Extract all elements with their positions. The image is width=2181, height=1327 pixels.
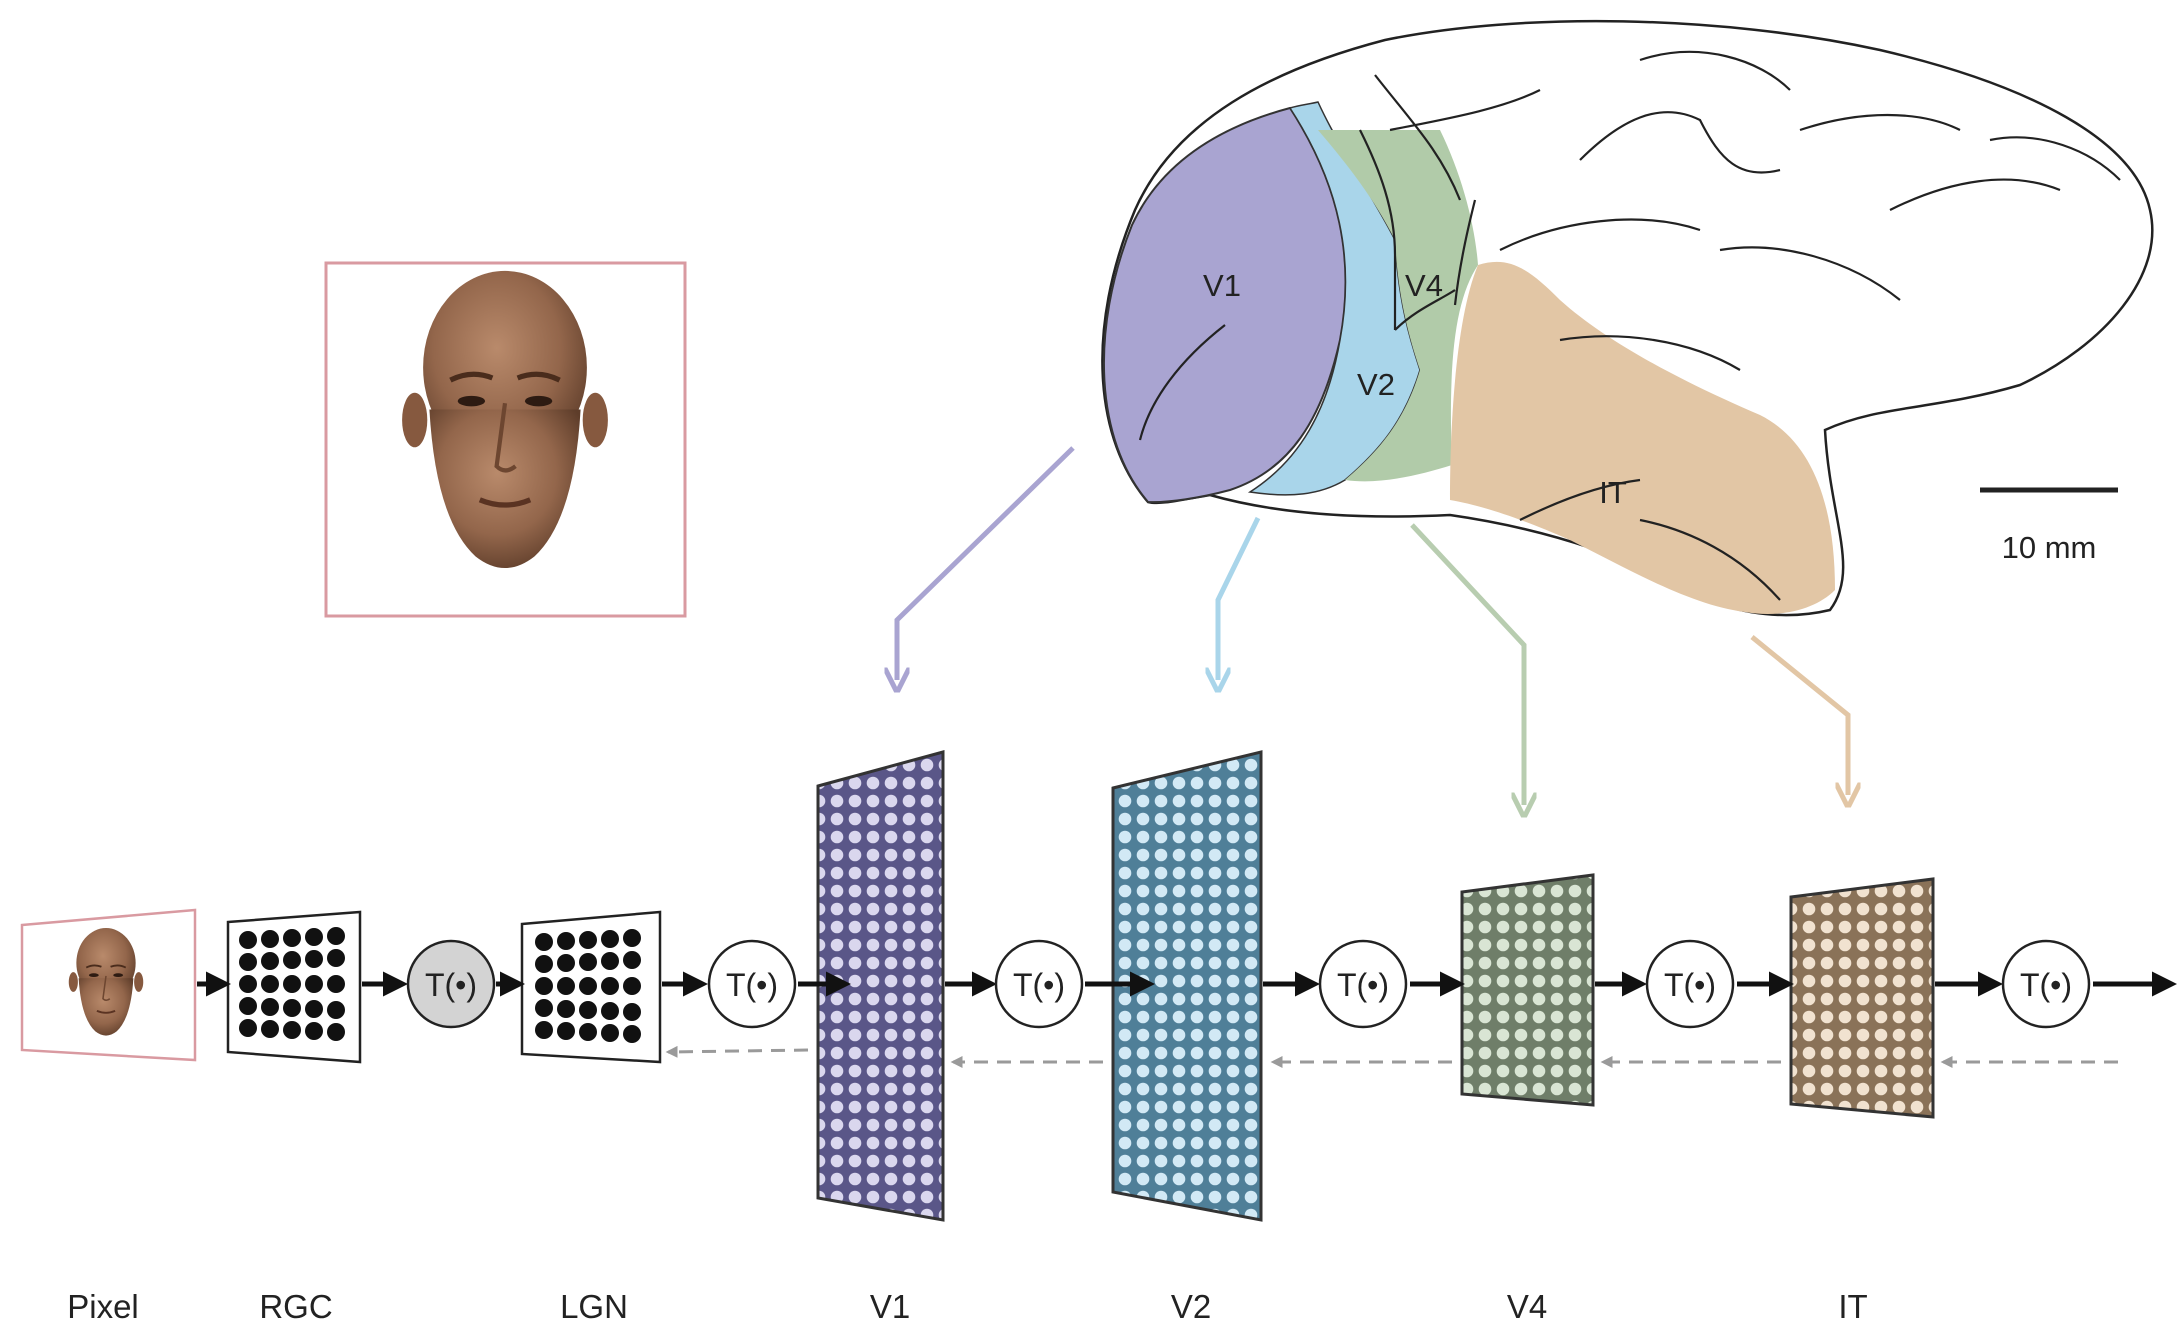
- stage-label-it: IT: [1838, 1288, 1867, 1325]
- v1-layer: [816, 750, 945, 1222]
- mapping-arrow-v2: [1218, 516, 1261, 680]
- stage-label-v4: V4: [1507, 1288, 1547, 1325]
- rgc-units: [239, 927, 345, 1041]
- transform-nodes: T(•) T(•) T(•) T(•) T(•) T(•): [406, 939, 2091, 1029]
- v4-layer: [1460, 873, 1595, 1107]
- transform-node-v1-v2: T(•): [994, 939, 1084, 1029]
- stage-label-v1: V1: [870, 1288, 910, 1325]
- v2-layer: [1111, 750, 1263, 1222]
- brain-sulci: [1138, 50, 2121, 601]
- rgc-layer: [226, 910, 362, 1064]
- stage-label-pixel: Pixel: [67, 1288, 139, 1325]
- lgn-layer: [520, 910, 662, 1064]
- transform-label: T(•): [425, 967, 477, 1003]
- mapping-arrow-v1: [897, 446, 1075, 680]
- pipeline: T(•) T(•) T(•) T(•) T(•) T(•): [20, 750, 2177, 1222]
- mapping-arrow-it: [1750, 635, 1848, 795]
- brain-label-v1: V1: [1203, 268, 1241, 303]
- transform-label: T(•): [1664, 967, 1716, 1003]
- monkey-brain: V1 V2 V4 IT 10 mm: [1101, 19, 2154, 617]
- transform-label: T(•): [726, 967, 778, 1003]
- stage-labels: Pixel RGC LGN V1 V2 V4 IT: [67, 1288, 1867, 1325]
- brain-label-v2: V2: [1357, 367, 1395, 402]
- stage-label-rgc: RGC: [259, 1288, 332, 1325]
- region-v4: [1318, 130, 1478, 482]
- transform-node-rgc-lgn: T(•): [406, 939, 496, 1029]
- stage-label-v2: V2: [1171, 1288, 1211, 1325]
- transform-label: T(•): [1337, 967, 1389, 1003]
- scale-bar-label: 10 mm: [2002, 530, 2097, 565]
- transform-node-v4-it: T(•): [1645, 939, 1735, 1029]
- brain-label-v4: V4: [1405, 268, 1443, 303]
- stage-label-lgn: LGN: [560, 1288, 628, 1325]
- transform-node-lgn-v1: T(•): [707, 939, 797, 1029]
- feedback-arrows: [665, 1045, 2118, 1068]
- transform-node-it-out: T(•): [2001, 939, 2091, 1029]
- pixel-input: [20, 908, 197, 1062]
- scale-bar: 10 mm: [1980, 487, 2118, 565]
- transform-label: T(•): [2020, 967, 2072, 1003]
- face-stimulus: [324, 261, 687, 618]
- brain-label-it: IT: [1599, 475, 1627, 510]
- region-it: [1450, 261, 1835, 614]
- transform-node-v2-v4: T(•): [1318, 939, 1408, 1029]
- mapping-arrows: [897, 446, 1848, 805]
- it-layer: [1789, 877, 1935, 1119]
- transform-label: T(•): [1013, 967, 1065, 1003]
- lgn-units: [535, 929, 641, 1043]
- mapping-arrow-v4: [1410, 523, 1524, 805]
